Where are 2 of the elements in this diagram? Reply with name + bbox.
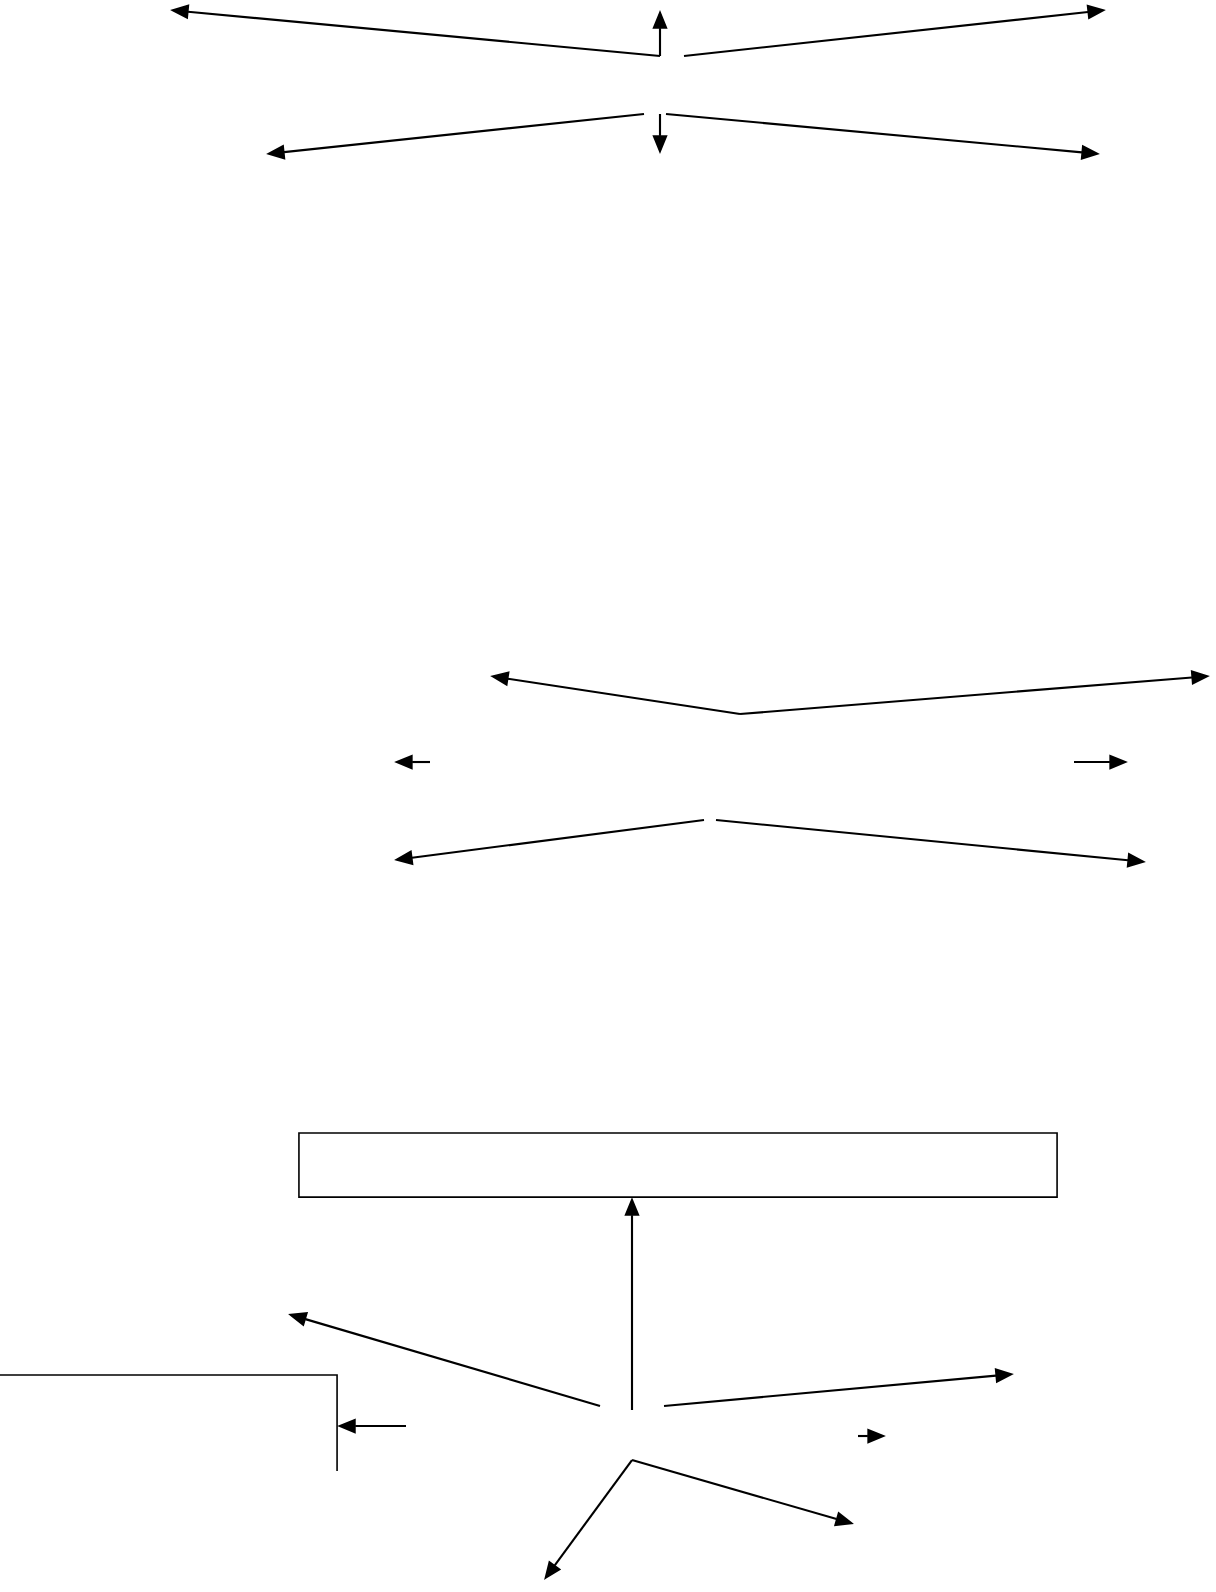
empty-box	[298, 1132, 1058, 1198]
empty-box	[0, 1374, 338, 1472]
